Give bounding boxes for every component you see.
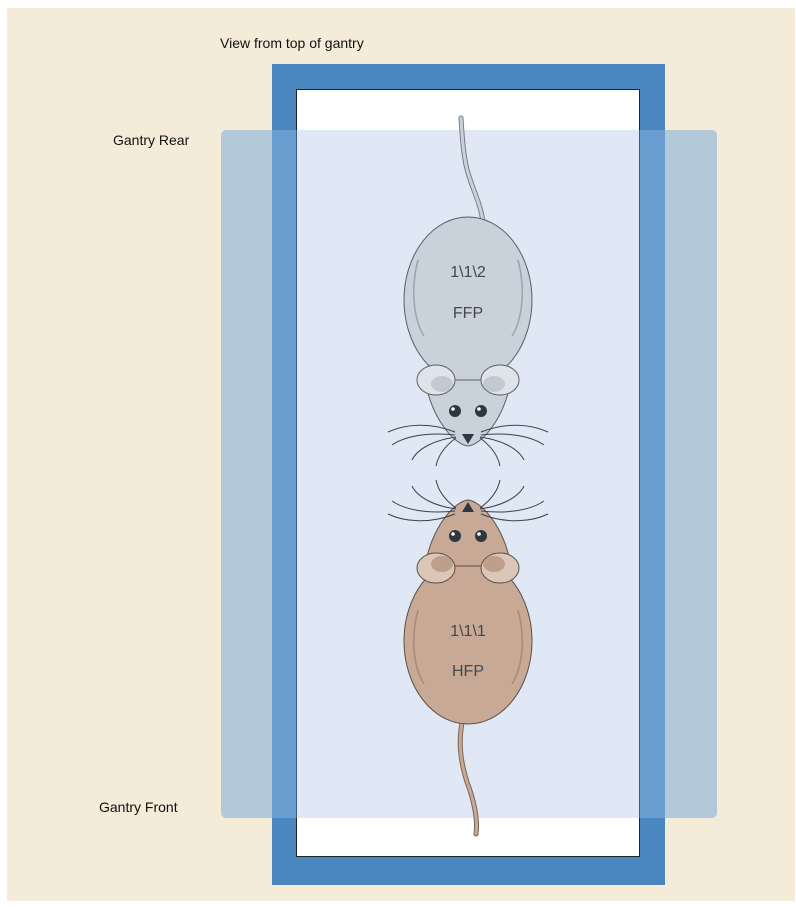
- gantry-rear-label: Gantry Rear: [113, 132, 189, 148]
- mouse-ffp-body: [404, 217, 532, 383]
- mouse-hfp-orientation-label: HFP: [452, 663, 484, 680]
- gantry-front-label: Gantry Front: [99, 799, 178, 815]
- mouse-ffp-icon: 1\1\2 FFP: [388, 118, 548, 466]
- mouse-hfp-body: [404, 558, 532, 724]
- mouse-ffp-id-label: 1\1\2: [450, 264, 486, 281]
- view-title: View from top of gantry: [220, 35, 364, 51]
- mouse-ffp-orientation-label: FFP: [453, 305, 483, 322]
- mouse-hfp-icon: 1\1\1 HFP: [388, 480, 548, 834]
- mouse-hfp-id-label: 1\1\1: [450, 623, 486, 640]
